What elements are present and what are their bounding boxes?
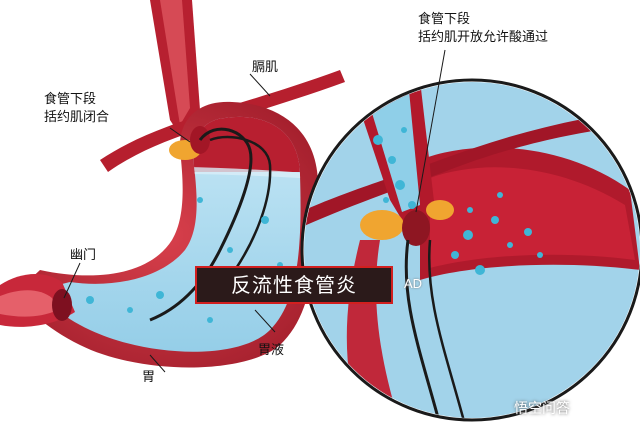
- esophagus-left: [150, 0, 200, 140]
- diagram-title: 反流性食管炎: [195, 266, 393, 304]
- label-les-open-line2: 括约肌开放允许酸通过: [418, 30, 549, 45]
- zoom-circle: [300, 78, 640, 422]
- watermark-text: 悟空问答: [514, 401, 570, 417]
- ad-tag: AD: [404, 276, 423, 291]
- leader-lines: [63, 49, 446, 373]
- label-gastric-fluid: 胃液: [258, 343, 285, 358]
- label-pylorus: 幽门: [70, 248, 97, 263]
- watermark-logo-icon: [0, 0, 18, 18]
- label-les-closed-line1: 食管下段: [44, 92, 97, 107]
- label-diaphragm: 膈肌: [252, 60, 279, 75]
- label-stomach: 胃: [142, 370, 156, 385]
- label-les-closed-line2: 括约肌闭合: [44, 110, 110, 125]
- label-les-open-line1: 食管下段: [418, 12, 471, 27]
- acid-droplets: [86, 127, 543, 323]
